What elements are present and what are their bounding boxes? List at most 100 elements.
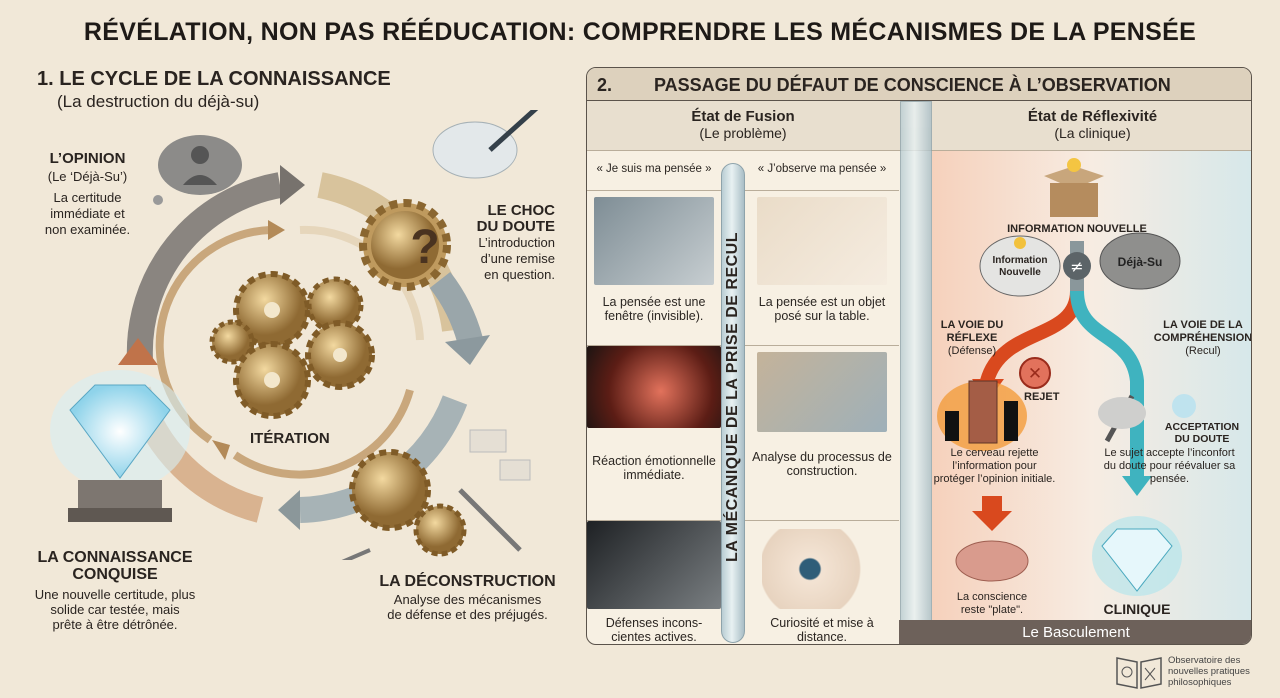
voie-comprehension-title: LA VOIE DE LA <box>1163 319 1243 331</box>
choc-title: LE CHOC <box>487 202 556 219</box>
clinique-diamond-icon <box>1092 516 1182 596</box>
hand-cubes-image <box>757 197 887 285</box>
gears-icon <box>209 271 375 419</box>
opinion-desc: La certitude <box>53 190 122 205</box>
arrow-head <box>280 165 305 205</box>
connaissance-desc: solide car testée, mais <box>50 602 180 617</box>
separator-tube <box>900 101 932 644</box>
deja-su-cloud-icon <box>1099 232 1181 290</box>
voie-reflexe-title: LA VOIE DU <box>940 319 1004 331</box>
voie-comprehension-title: COMPRÉHENSION <box>1153 332 1252 344</box>
eye-magnifier-image <box>762 529 882 609</box>
deconstruction-title: LA DÉCONSTRUCTION <box>379 573 556 590</box>
connaissance-title: CONQUISE <box>72 566 158 583</box>
row3-left: Défenses incons-cientes actives. <box>587 521 721 644</box>
reflexivite-title: État de Réflexivité <box>1027 108 1158 125</box>
diamond-icon <box>50 370 190 522</box>
choc-desc: d’une remise <box>480 251 555 266</box>
deconstruction-desc: Analyse des mécanismes <box>393 592 542 607</box>
opinion-cloud-icon <box>153 135 242 205</box>
not-equal-icon: ≠ <box>1063 252 1091 280</box>
arrow-head <box>118 338 158 365</box>
row1-left: La pensée est une fenêtre (invisible). <box>587 191 721 346</box>
acceptation-line: DU DOUTE <box>1174 433 1230 445</box>
tube-label: LA MÉCANIQUE DE LA PRISE DE RECUL <box>724 232 741 562</box>
quote-right: « J’observe ma pensée » <box>745 151 899 191</box>
angry-brain-image <box>587 346 721 428</box>
row2-left: Réaction émotionnelle immédiate. <box>587 346 721 521</box>
opinion-desc: non examinée. <box>44 222 131 237</box>
book-logo-icon <box>1116 657 1162 689</box>
deconstruction-block: LA DÉCONSTRUCTION Analyse des mécanismes… <box>370 573 565 623</box>
section2-heading: PASSAGE DU DÉFAUT DE CONSCIENCE À L’OBSE… <box>654 75 1171 95</box>
cycle-diagram <box>50 110 539 560</box>
info-cloud-icon <box>979 235 1061 297</box>
window-head-image <box>594 197 714 285</box>
connaissance-title: LA CONNAISSANCE <box>37 549 193 566</box>
section2-number: 2. <box>597 75 613 95</box>
page-title: RÉVÉLATION, NON PAS RÉÉDUCATION: COMPREN… <box>83 18 1197 46</box>
row3-right: Curiosité et mise à distance. <box>745 521 899 644</box>
fusion-header: État de Fusion (Le problème) <box>587 108 899 141</box>
hammer-cloud-icon <box>1098 394 1196 443</box>
reflexe-desc: Le cerveau rejette l’information pour pr… <box>933 447 1056 485</box>
rejet-label: REJET <box>1024 391 1060 403</box>
clinique-label: CLINIQUE <box>1103 601 1171 617</box>
voie-reflexe: LA VOIE DU RÉFLEXE (Défense) <box>926 319 1018 358</box>
basculement-banner: Le Basculement <box>899 620 1251 644</box>
paths-diagram: ≠ ✕ <box>937 158 1196 596</box>
reflexivite-area: ≠ ✕ INFORMATION NOUVELLE Information Nou… <box>932 151 1252 621</box>
voie-comprehension: LA VOIE DE LA COMPRÉHENSION (Recul) <box>1150 319 1252 358</box>
choc-desc: en question. <box>484 267 555 282</box>
iteration-label: ITÉRATION <box>250 430 330 447</box>
section1-subheading: (La destruction du déjà-su) <box>57 92 260 111</box>
section1-heading: 1. LE CYCLE DE LA CONNAISSANCE <box>37 68 391 90</box>
section2-panel: 2. PASSAGE DU DÉFAUT DE CONSCIENCE À L’O… <box>586 67 1252 645</box>
logo-text: Observatoire des nouvelles pratiques phi… <box>1168 655 1250 688</box>
logo-line: philosophiques <box>1168 677 1232 688</box>
section2-header: 2. PASSAGE DU DÉFAUT DE CONSCIENCE À L’O… <box>587 68 1251 101</box>
arrow-head <box>445 335 490 365</box>
row1-left-text: La pensée est une fenêtre (invisible). <box>602 295 706 323</box>
voie-reflexe-title: RÉFLEXE <box>946 332 998 344</box>
box-lightbulb-icon <box>1044 158 1104 217</box>
analysis-gears-image <box>757 352 887 432</box>
cloud-info-label: Information Nouvelle <box>992 255 1048 278</box>
opinion-desc: immédiate et <box>50 206 125 221</box>
wall-hands-image <box>587 521 721 609</box>
broken-gears-icon <box>341 429 531 560</box>
conscience-label: La conscience reste "plate". <box>956 591 1028 616</box>
reject-icon: ✕ <box>1019 357 1051 389</box>
acceptation-line: ACCEPTATION <box>1164 421 1240 433</box>
row2-right: Analyse du processus de construction. <box>745 346 899 521</box>
choc-block: LE CHOC DU DOUTE L’introduction d’une re… <box>455 203 555 283</box>
voie-reflexe-sub: (Défense) <box>947 345 997 357</box>
arc-doute <box>429 272 483 344</box>
logo-line: nouvelles pratiques <box>1168 666 1250 677</box>
connaissance-desc: prête à être détrônée. <box>52 617 178 632</box>
deconstruction-desc: de défense et des préjugés. <box>387 607 548 622</box>
svg-text:≠: ≠ <box>1070 257 1083 276</box>
row3-right-text: Curiosité et mise à distance. <box>770 616 874 644</box>
row1-right: La pensée est un objet posé sur la table… <box>745 191 899 346</box>
row1-right-text: La pensée est un objet posé sur la table… <box>758 295 886 323</box>
choc-title: DU DOUTE <box>476 218 555 235</box>
brain-icon <box>955 540 1029 582</box>
fire-wall-icon <box>937 380 1027 451</box>
opinion-subtitle: (Le ‘Déjà-Su’) <box>47 169 128 184</box>
arc-opinion <box>126 172 283 361</box>
choc-desc: L’introduction <box>478 235 555 250</box>
info-nouvelle-label: INFORMATION NOUVELLE <box>1007 223 1147 235</box>
svg-text:✕: ✕ <box>1028 364 1042 384</box>
reflexivite-subtitle: (La clinique) <box>1054 125 1131 141</box>
row2-right-text: Analyse du processus de construction. <box>752 450 892 478</box>
logo-line: Observatoire des <box>1168 655 1241 666</box>
connaissance-block: LA CONNAISSANCE CONQUISE Une nouvelle ce… <box>0 549 230 632</box>
reflexivite-header: État de Réflexivité (La clinique) <box>932 108 1251 141</box>
arrow-head <box>278 490 300 530</box>
acceptation-desc: Le sujet accepte l’inconfort du doute po… <box>1103 447 1236 485</box>
voie-comprehension-sub: (Recul) <box>1185 345 1221 357</box>
row3-left-text: Défenses incons-cientes actives. <box>605 616 703 644</box>
fusion-title: État de Fusion <box>691 108 795 125</box>
